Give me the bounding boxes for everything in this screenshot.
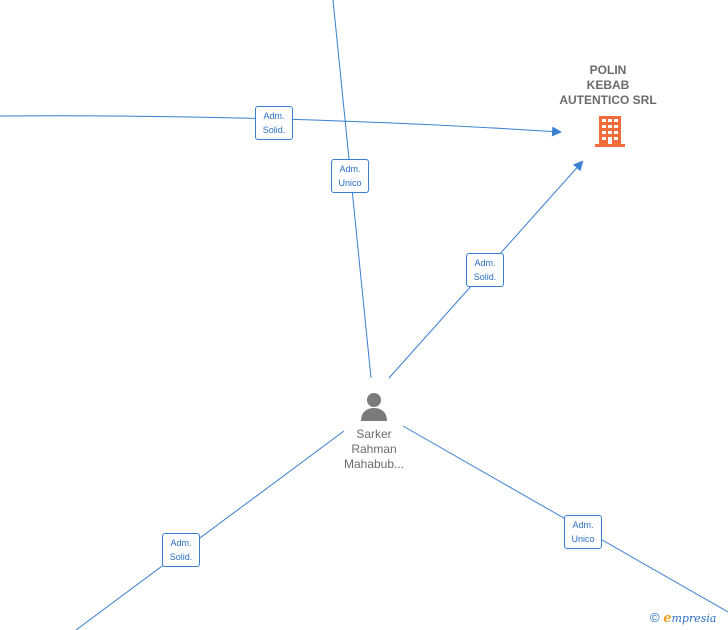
company-name[interactable]: POLIN KEBAB AUTENTICO SRL [559,63,657,107]
copyright-symbol: © [650,610,660,625]
brand-watermark: © empresia [650,610,716,626]
edge-line-bottom-left[interactable] [75,430,345,630]
brand-logo-e: e [663,611,672,626]
edge-label-bottom-right[interactable]: Adm. Unico [564,515,602,549]
building-icon[interactable] [593,114,627,148]
edge-label-top-left[interactable]: Adm. Solid. [255,106,293,140]
person-name[interactable]: Sarker Rahman Mahabub... [343,427,405,471]
person-icon[interactable] [358,390,390,422]
brand-logo-text: mpresia [671,612,717,625]
edge-label-bottom-left[interactable]: Adm. Solid. [162,533,200,567]
edge-label-top-vertical[interactable]: Adm. Unico [331,159,369,193]
edge-label-person-company[interactable]: Adm. Solid. [466,253,504,287]
